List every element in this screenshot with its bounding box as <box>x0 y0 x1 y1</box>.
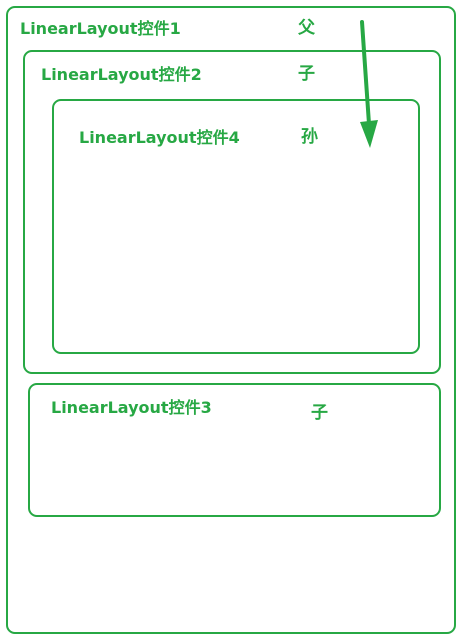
linearlayout-2-box <box>23 50 441 374</box>
linearlayout-4-box <box>52 99 420 354</box>
linearlayout-3-label: LinearLayout控件3 <box>51 398 212 417</box>
linearlayout-1-role: 父 <box>298 18 315 38</box>
linearlayout-2-role: 子 <box>298 64 315 84</box>
linearlayout-2-label: LinearLayout控件2 <box>41 65 202 84</box>
arrow-head <box>360 120 378 148</box>
linearlayout-1-label: LinearLayout控件1 <box>20 19 181 38</box>
linearlayout-4-label: LinearLayout控件4 <box>79 128 240 147</box>
linearlayout-4-role: 孙 <box>301 127 318 147</box>
linearlayout-3-box <box>28 383 441 517</box>
linearlayout-3-role: 子 <box>311 403 328 423</box>
arrow-shaft <box>360 20 371 126</box>
linearlayout-1-box <box>6 6 456 634</box>
